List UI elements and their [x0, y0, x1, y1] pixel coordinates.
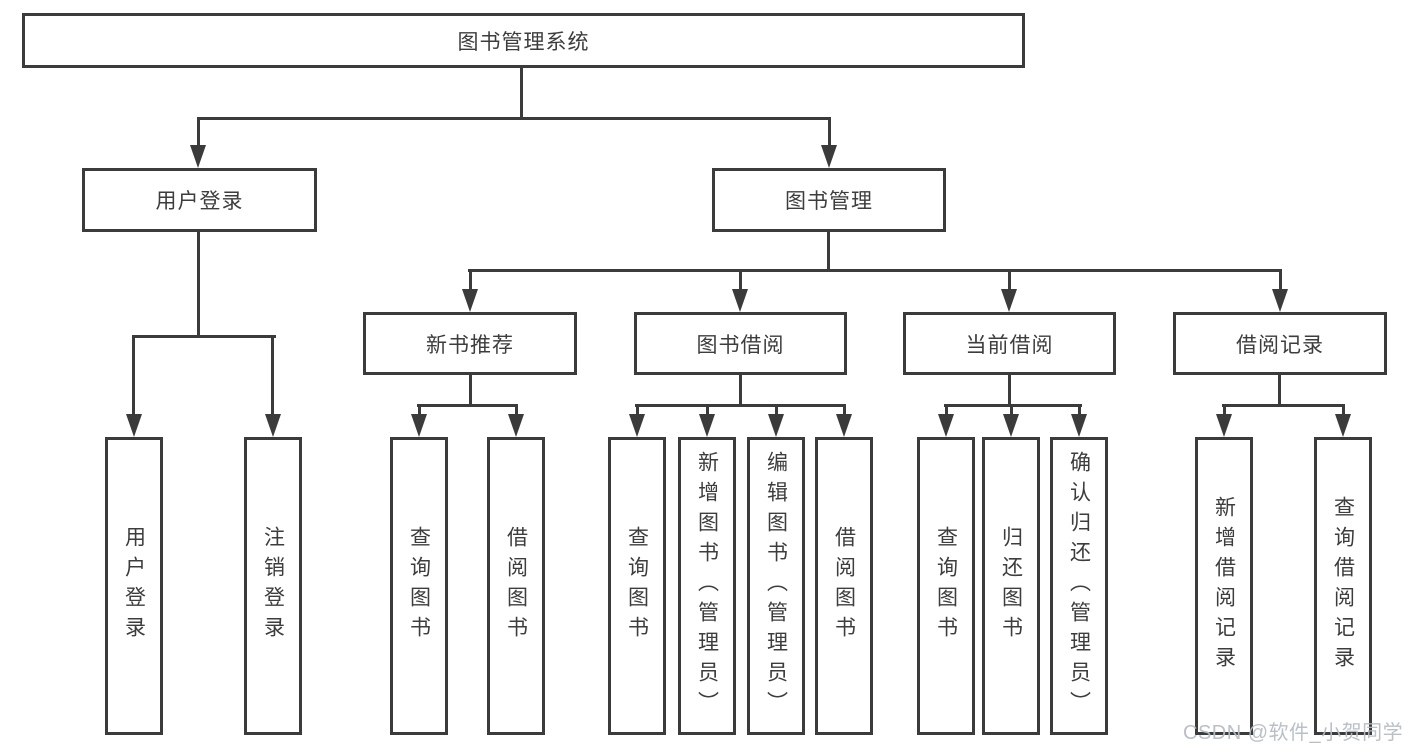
- leaf-query-books-borrow: 查询图书: [608, 437, 666, 735]
- connector-line: [520, 66, 523, 118]
- connector-arrow: [732, 289, 748, 312]
- connector-line: [469, 375, 472, 407]
- connector-arrow: [126, 414, 142, 437]
- leaf-add-book-admin: 新增图书（管理员）: [678, 437, 736, 735]
- connector-arrow: [1272, 289, 1288, 312]
- connector-arrow: [836, 414, 852, 437]
- connector-line: [271, 335, 274, 417]
- connector-line: [739, 269, 742, 292]
- connector-line: [1010, 404, 1013, 417]
- leaf-return-book: 归还图书: [982, 437, 1040, 735]
- leaf-label: 归还图书: [999, 526, 1023, 646]
- connector-line: [417, 404, 518, 407]
- connector-arrow: [938, 414, 954, 437]
- connector-line: [197, 117, 200, 148]
- connector-line: [468, 269, 1282, 272]
- connector-arrow: [508, 414, 524, 437]
- connector-line: [197, 232, 200, 338]
- node-current-borrow: 当前借阅: [903, 312, 1116, 375]
- connector-arrow: [411, 414, 427, 437]
- leaf-logout: 注销登录: [244, 437, 302, 735]
- connector-line: [775, 404, 778, 417]
- connector-line: [132, 335, 276, 338]
- leaf-label: 借阅图书: [504, 526, 528, 646]
- leaf-query-books-recommend: 查询图书: [390, 437, 448, 735]
- connector-line: [944, 404, 1082, 407]
- leaf-user-login: 用户登录: [105, 437, 163, 735]
- connector-arrow: [821, 145, 837, 168]
- connector-line: [706, 404, 709, 417]
- leaf-label: 查询图书: [625, 526, 649, 646]
- connector-line: [1342, 404, 1345, 417]
- connector-arrow: [699, 414, 715, 437]
- connector-line: [828, 117, 831, 148]
- leaf-label: 借阅图书: [832, 526, 856, 646]
- connector-line: [515, 404, 518, 417]
- leaf-borrow-books: 借阅图书: [815, 437, 873, 735]
- connector-arrow: [265, 414, 281, 437]
- connector-arrow: [1335, 414, 1351, 437]
- connector-line: [827, 232, 830, 272]
- node-new-book-recommend: 新书推荐: [363, 312, 577, 375]
- connector-line: [132, 335, 135, 417]
- connector-line: [636, 404, 639, 417]
- connector-line: [1078, 404, 1081, 417]
- connector-line: [1279, 269, 1282, 292]
- connector-arrow: [1003, 414, 1019, 437]
- connector-arrow: [1071, 414, 1087, 437]
- connector-arrow: [1216, 414, 1232, 437]
- connector-line: [1222, 404, 1345, 407]
- leaf-confirm-return-admin: 确认归还（管理员）: [1050, 437, 1108, 735]
- connector-line: [843, 404, 846, 417]
- connector-line: [197, 117, 831, 120]
- connector-arrow: [768, 414, 784, 437]
- node-root: 图书管理系统: [22, 13, 1025, 68]
- leaf-query-books-current: 查询图书: [917, 437, 975, 735]
- connector-arrow: [190, 145, 206, 168]
- watermark: CSDN @软件_小贺同学: [1183, 722, 1404, 744]
- connector-line: [1223, 404, 1226, 417]
- leaf-label: 新增图书（管理员）: [695, 451, 719, 721]
- leaf-borrow-books-recommend: 借阅图书: [487, 437, 545, 735]
- leaf-label: 确认归还（管理员）: [1067, 451, 1091, 721]
- leaf-label: 查询借阅记录: [1331, 496, 1355, 676]
- leaf-edit-book-admin: 编辑图书（管理员）: [747, 437, 805, 735]
- connector-line: [1008, 269, 1011, 292]
- leaf-label: 新增借阅记录: [1212, 496, 1236, 676]
- leaf-label: 编辑图书（管理员）: [764, 451, 788, 721]
- connector-arrow: [462, 289, 478, 312]
- leaf-query-borrow-record: 查询借阅记录: [1314, 437, 1372, 735]
- connector-line: [1278, 375, 1281, 407]
- leaf-label: 查询图书: [934, 526, 958, 646]
- node-user-login: 用户登录: [82, 168, 317, 232]
- connector-arrow: [1001, 289, 1017, 312]
- leaf-label: 注销登录: [261, 526, 285, 646]
- connector-line: [739, 375, 742, 407]
- leaf-add-borrow-record: 新增借阅记录: [1195, 437, 1253, 735]
- node-book-management: 图书管理: [712, 168, 946, 232]
- connector-line: [635, 404, 846, 407]
- node-book-borrow: 图书借阅: [634, 312, 847, 375]
- connector-line: [1008, 375, 1011, 407]
- connector-line: [945, 404, 948, 417]
- leaf-label: 查询图书: [407, 526, 431, 646]
- node-borrow-records: 借阅记录: [1173, 312, 1387, 375]
- connector-line: [469, 269, 472, 292]
- connector-arrow: [629, 414, 645, 437]
- connector-line: [418, 404, 421, 417]
- leaf-label: 用户登录: [122, 526, 146, 646]
